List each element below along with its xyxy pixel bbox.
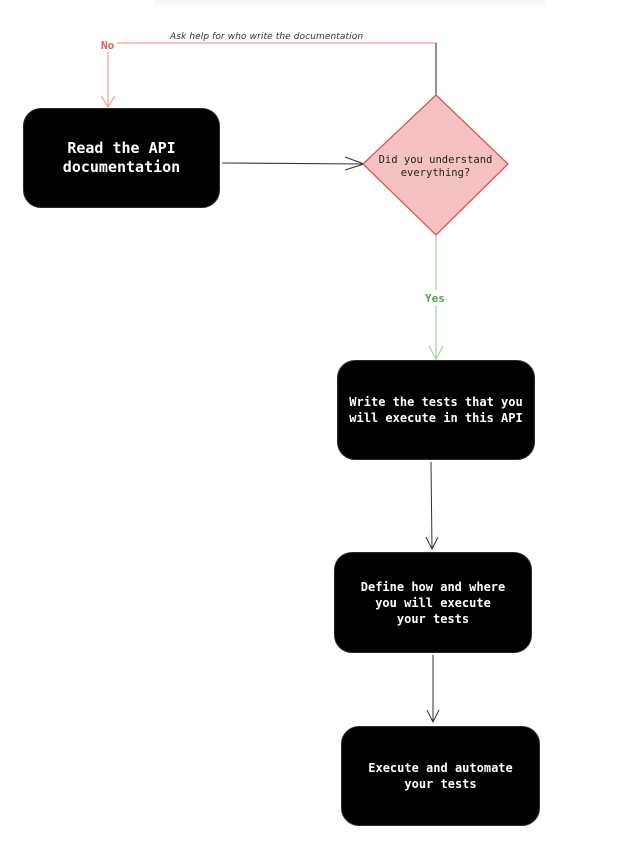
read-to-decision-arrow	[221, 162, 364, 165]
decision-diamond	[362, 94, 509, 236]
ask-help-label: Ask help for who write the documentation	[170, 32, 364, 42]
define-tests-node: Define how and where you will execute yo…	[334, 552, 532, 653]
write-tests-node: Write the tests that you will execute in…	[337, 360, 535, 460]
write-to-define-arrowhead	[425, 536, 439, 551]
define-to-execute-arrowhead	[426, 709, 440, 724]
execute-tests-node: Execute and automate your tests	[341, 726, 540, 826]
write-to-define-arrow	[430, 461, 433, 550]
read-docs-node: Read the API documentation	[23, 108, 220, 208]
no-arrowhead	[100, 95, 116, 109]
decision-node-text: Did you understand everything?	[378, 154, 493, 179]
no-label: No	[101, 39, 115, 52]
yes-arrowhead	[428, 345, 444, 361]
top-strip	[155, 0, 545, 6]
yes-label: Yes	[425, 292, 445, 305]
no-path-line	[107, 42, 437, 107]
